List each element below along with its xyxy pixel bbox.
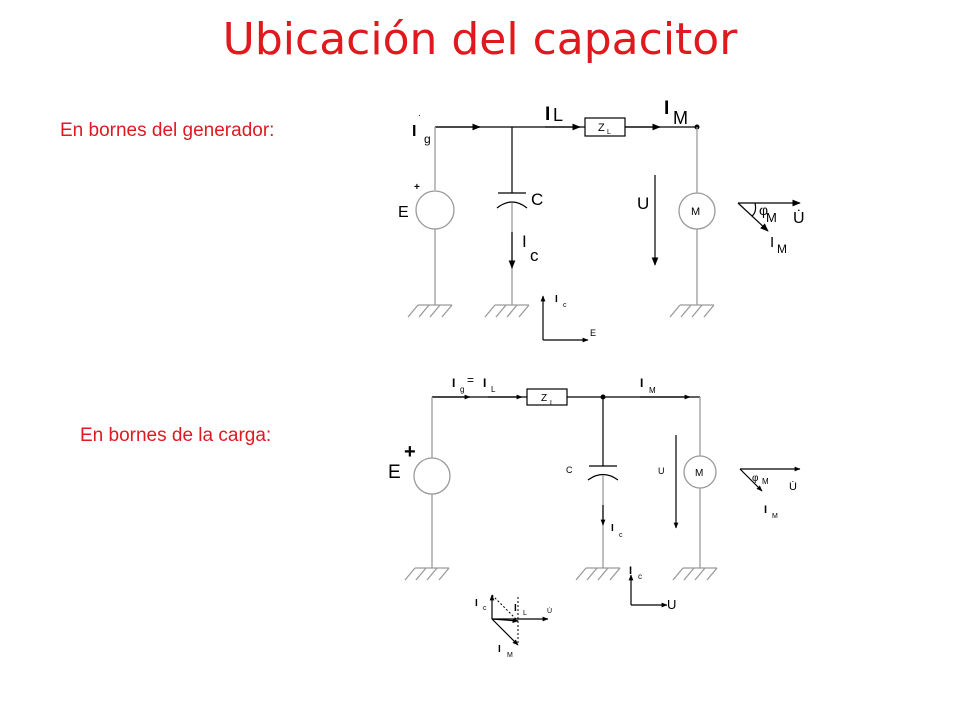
phasor-diagram-2: φ M U̇ I M [739,466,801,520]
phasor-diagram-1: φ M U̇ I M [737,199,805,256]
sum-il-arrow [491,618,519,623]
sum-il-label: I [514,603,517,614]
caption-load: En bornes de la carga: [80,425,272,446]
il-sub-2: L [491,385,496,394]
sum-ic-sub: c [483,605,487,612]
ic-label-2: I [611,523,614,534]
ig-label: I [412,123,416,140]
phasor-phi-2: φ [752,473,759,484]
gen-e-label-2: E [388,462,401,483]
cap-c-label-2: C [566,465,573,475]
phasor-im-label: I [770,234,774,251]
im-sub: M [673,108,688,128]
phasor-phi-sub-2: M [762,477,769,486]
capacitor-plate-bottom [496,201,528,209]
generator-symbol-2 [413,457,451,495]
sum-il-sub: L [523,610,527,617]
ig-sub: g [424,132,431,146]
sum-im-arrow [491,618,519,646]
axis-e-label: E [590,328,596,338]
im-label-2: I [640,376,643,390]
ground-symbol-4 [404,567,450,581]
u-label-2: U [658,466,665,476]
ground-symbol-3 [669,304,715,318]
capacitor-plate-bottom-2 [587,473,619,481]
il-label-2: I [483,376,486,390]
ig-dot: · [418,110,421,120]
il-sub: L [553,105,563,125]
circuit-load-terminals: I g = I L Z L I M + E C I c U M φ M U̇ I… [388,373,801,659]
phasor-u-label-2: U̇ [789,480,797,493]
circuit-generator-terminals: · I g I L Z L I M + E C I c U M φ M U̇ I… [398,98,805,343]
current-sum-diagram: I c I L U̇ I M [475,594,552,659]
ig-label-2: I [452,376,455,390]
axis-diagram-1: I c E [540,294,596,343]
zl-label: Z [598,122,605,134]
gen-e-label: E [398,204,409,221]
axis-u-label-2: U [667,597,676,612]
sum-im-sub: M [507,652,513,659]
zl-label-2: Z [541,393,547,404]
ground-symbol-1 [407,304,453,318]
sum-u-label: U̇ [547,607,552,615]
generator-symbol [415,190,455,230]
sum-ic-label: I [475,598,478,609]
zl-box [584,117,626,137]
caption-generator: En bornes del generador: [60,120,275,141]
phasor-im-arrow [737,202,769,232]
ground-symbol-6 [672,567,718,581]
axis-ic-sub: c [563,302,567,309]
phasor-im-sub: M [777,242,787,256]
phasor-im-label-2: I [764,504,767,516]
ic-label: I [522,232,527,251]
ground-symbol-5 [575,567,621,581]
im-sub-2: M [649,386,656,395]
eq-sign-2: = [467,373,474,387]
ground-symbol-2 [484,304,530,318]
phasor-phi-sub: M [766,210,777,225]
axis-ic-sub-2: c [638,572,642,581]
motor-m-label: M [691,206,700,218]
sum-im-label: I [498,644,501,655]
ic-sub-2: c [619,532,623,539]
gen-plus-2: + [404,441,416,463]
phasor-phi: φ [759,202,768,218]
axis-ic-label-2: I [629,565,632,577]
axis-diagram-2: I c U [628,565,676,612]
im-label: I [664,98,669,119]
ic-sub: c [530,246,539,265]
zl-box-2 [526,388,568,406]
phasor-u-label: U̇ [793,209,805,227]
motor-m-label-2: M [695,468,703,479]
ig-sub-2: g [460,385,464,394]
axis-ic-label: I [555,294,558,305]
phasor-im-arrow-2 [739,468,763,492]
u-label: U [637,194,649,213]
zl-sub: L [607,129,611,136]
il-label: I [545,104,550,125]
gen-plus: + [414,182,420,193]
zl-sub-2: L [550,400,554,407]
cap-c-label: C [531,190,543,209]
phasor-im-sub-2: M [772,513,778,520]
phasor-angle-arc [751,202,757,217]
slide-title: Ubicación del capacitor [222,14,738,65]
